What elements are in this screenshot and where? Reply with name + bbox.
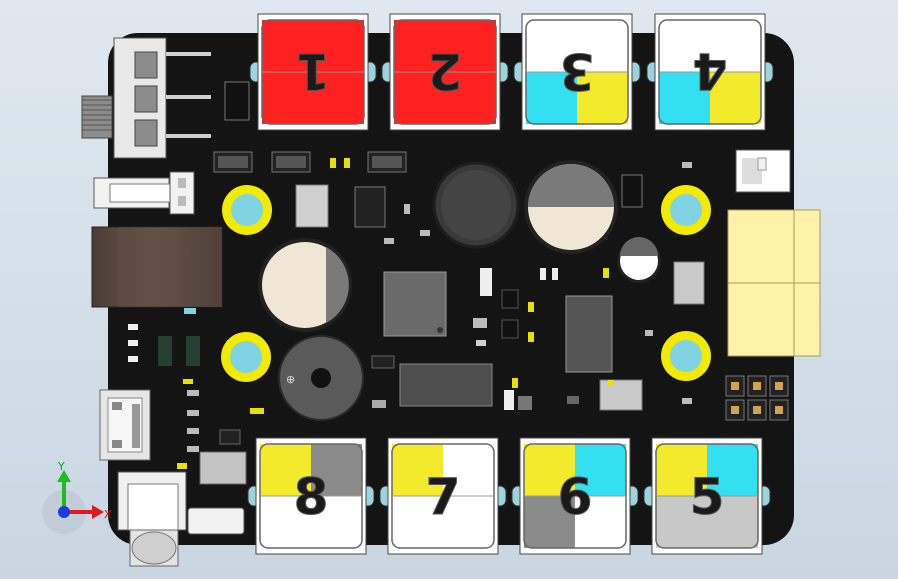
- buzzer: ⊕: [278, 335, 364, 421]
- port-color-quadrant: [443, 496, 494, 548]
- battery-connector: [93, 171, 195, 215]
- port-color-quadrant: [656, 444, 707, 496]
- dc-power-jack: [91, 226, 223, 308]
- crystal: [599, 379, 643, 411]
- button-reset: [187, 507, 245, 535]
- coin-cell: [432, 161, 520, 249]
- mount-hole: [222, 185, 272, 235]
- ic-chip: [399, 363, 493, 407]
- port-2[interactable]: 2: [381, 13, 509, 131]
- mcu-chip: [383, 271, 447, 337]
- port-5[interactable]: 5: [643, 437, 771, 555]
- port-color-quadrant: [707, 444, 758, 496]
- port-color-quadrant: [707, 496, 758, 548]
- port-color-quadrant: [392, 496, 443, 548]
- ic-chip: [354, 186, 386, 228]
- port-color-quadrant: [577, 72, 628, 124]
- diode: [213, 151, 253, 173]
- x-axis-label: X: [104, 508, 112, 521]
- port-color-quadrant: [394, 20, 445, 72]
- port-6[interactable]: 6: [511, 437, 639, 555]
- port-1[interactable]: 1: [249, 13, 377, 131]
- port-color-quadrant: [577, 20, 628, 72]
- port-color-quadrant: [659, 20, 710, 72]
- port-number-label: 7: [426, 468, 461, 526]
- port-4[interactable]: 4: [646, 13, 774, 131]
- mount-hole: [221, 332, 271, 382]
- mount-hole: [661, 185, 711, 235]
- electrolytic-capacitor: [258, 238, 352, 332]
- port-3[interactable]: 3: [513, 13, 641, 131]
- port-color-quadrant: [575, 444, 626, 496]
- port-color-quadrant: [313, 72, 364, 124]
- port-color-quadrant: [443, 444, 494, 496]
- smd-components: [128, 158, 692, 469]
- expansion-connector: [727, 209, 821, 357]
- diode: [367, 151, 407, 173]
- pin-header: [725, 375, 789, 421]
- port-number-label: 5: [690, 468, 725, 526]
- port-color-quadrant: [313, 20, 364, 72]
- port-color-quadrant: [710, 72, 761, 124]
- svg-text:⊕: ⊕: [286, 373, 295, 386]
- port-8[interactable]: 8: [247, 437, 375, 555]
- port-number-label: 3: [560, 42, 595, 100]
- port-color-quadrant: [575, 496, 626, 548]
- port-color-quadrant: [260, 496, 311, 548]
- inductor: [158, 336, 172, 366]
- port-number-label: 2: [428, 42, 463, 100]
- port-color-quadrant: [656, 496, 707, 548]
- port-number-label: 8: [294, 468, 329, 526]
- port-color-quadrant: [445, 72, 496, 124]
- axis-triad[interactable]: Y X: [42, 460, 112, 534]
- port-color-quadrant: [710, 20, 761, 72]
- port-color-quadrant: [311, 444, 362, 496]
- port-color-quadrant: [526, 72, 577, 124]
- diode: [271, 151, 311, 173]
- port-color-quadrant: [526, 20, 577, 72]
- port-color-quadrant: [394, 72, 445, 124]
- ir-receiver: [117, 471, 187, 567]
- port-color-quadrant: [524, 496, 575, 548]
- crystal: [295, 184, 329, 228]
- port-color-quadrant: [392, 444, 443, 496]
- port-number-label: 1: [296, 42, 331, 100]
- y-axis-label: Y: [57, 460, 65, 473]
- port-color-quadrant: [659, 72, 710, 124]
- port-color-quadrant: [445, 20, 496, 72]
- mount-hole: [661, 331, 711, 381]
- port-color-quadrant: [262, 72, 313, 124]
- crystal: [673, 261, 705, 305]
- port-color-quadrant: [262, 20, 313, 72]
- electrolytic-capacitor: [524, 160, 618, 254]
- inductor: [186, 336, 200, 366]
- usb-port: [99, 389, 151, 461]
- small-capacitor: [617, 237, 661, 283]
- usb-a-port: [735, 149, 791, 193]
- motor-driver-chip: [565, 295, 613, 373]
- port-number-label: 6: [558, 468, 593, 526]
- port-color-quadrant: [311, 496, 362, 548]
- port-number-label: 4: [693, 42, 728, 100]
- port-color-quadrant: [524, 444, 575, 496]
- slide-switch[interactable]: [81, 37, 211, 159]
- port-color-quadrant: [260, 444, 311, 496]
- port-7[interactable]: 7: [379, 437, 507, 555]
